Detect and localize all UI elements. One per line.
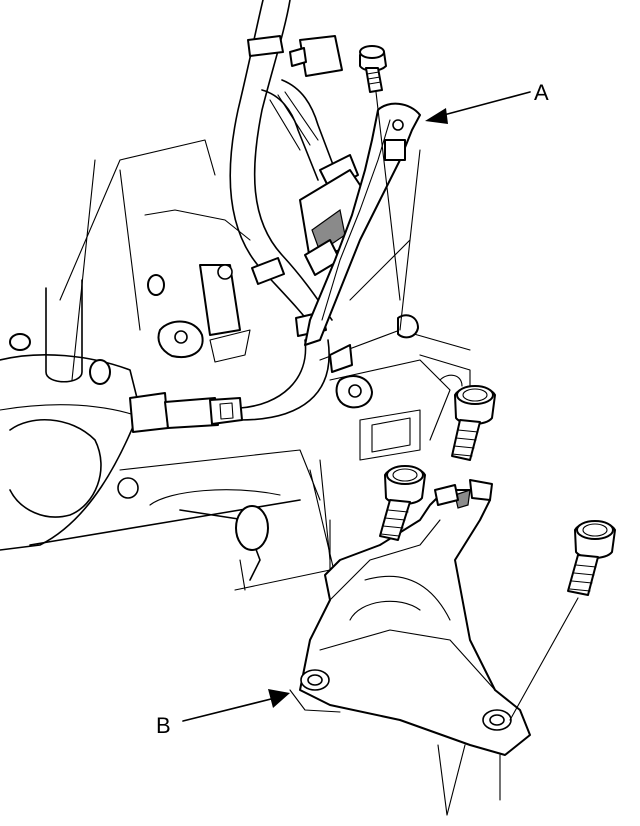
arrow-head-icon [425,108,448,124]
block-boss [235,505,269,551]
bolt-hole [117,477,139,499]
label-a: A [534,80,549,105]
callout-a: A [425,80,549,124]
callout-b: B [156,689,290,738]
top-connector [299,35,343,77]
mount-bolt [451,385,496,461]
mounting-tab [199,264,241,336]
mount-bolt [379,465,426,541]
bracket-a [304,102,421,373]
engine-block-outline [0,139,471,591]
label-b: B [156,713,171,738]
harness-clamp [247,35,284,57]
wire-connector [129,392,169,433]
arrow-head-icon [268,689,290,708]
bracket-bolt [359,45,401,301]
mount-bracket-b [289,459,531,816]
wire-harness [129,0,371,433]
mount-bolt [509,520,616,721]
